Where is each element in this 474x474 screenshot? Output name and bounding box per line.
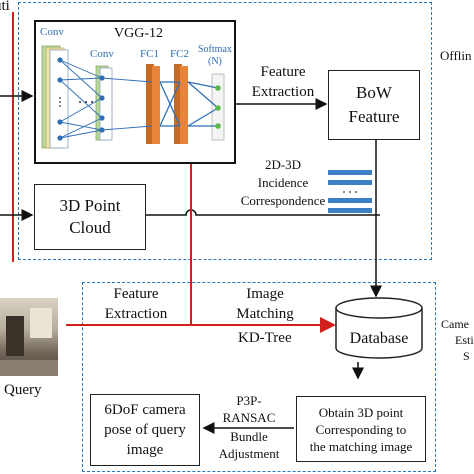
online-frame-label-line1: Came [441, 317, 469, 331]
offline-frame-partial-label-left: uti [0, 0, 10, 14]
fc1-layer-back [146, 64, 154, 144]
ransac-label: P3P- RANSAC Bundle Adjustment [206, 392, 292, 462]
bow-feature-box: BoW Feature [328, 70, 420, 140]
feature-extraction-top-line1: Feature [260, 64, 306, 80]
feature-extraction-top-line2: Extraction [251, 84, 315, 100]
database-label: Database [349, 330, 409, 347]
ransac-line4: Adjustment [218, 446, 280, 461]
fc2-layer-back [174, 64, 182, 144]
conv2-layer-front [99, 67, 113, 141]
feature-extraction-bottom-label: Feature Extraction [86, 284, 186, 324]
kd-tree-label: KD-Tree [238, 330, 292, 346]
online-frame [82, 282, 436, 472]
obtain-line1: Obtain 3D point [318, 404, 404, 420]
query-image-floor [0, 360, 58, 376]
conv1-label: Conv [40, 26, 64, 38]
obtain-line2: Corresponding to [315, 421, 407, 437]
conv-connections [59, 59, 153, 139]
vgg-ellipsis-dots [59, 97, 93, 107]
conv1-layer-front [49, 49, 69, 149]
vgg-nodes [57, 57, 105, 141]
query-label: Query [4, 382, 42, 398]
fc2-label: FC2 [170, 48, 189, 60]
softmax-n-label: (N) [208, 56, 222, 67]
fc1-layer-front [152, 66, 160, 144]
vgg-title: VGG-12 [114, 26, 163, 41]
point-cloud-line2: Cloud [69, 218, 111, 237]
incidence-line2: Incidence [257, 175, 309, 190]
descriptor-bars [328, 170, 372, 213]
query-image-window [30, 308, 52, 338]
online-frame-label: Came Esti S [441, 316, 474, 364]
image-matching-line2: Matching [236, 306, 294, 322]
query-image [0, 298, 58, 376]
offline-frame-label: Offlin [440, 48, 472, 63]
point-cloud-line1: 3D Point [59, 196, 121, 215]
image-matching-label: Image Matching [220, 284, 310, 324]
offline-frame [18, 2, 432, 260]
bow-box-line1: BoW [356, 83, 392, 102]
feature-extraction-top-label: Feature Extraction [238, 62, 328, 102]
vgg-network-box: VGG-12 Conv Conv FC1 FC2 Softmax (N) [34, 20, 236, 164]
database-cylinder [335, 297, 423, 359]
feature-extraction-bottom-line1: Feature [113, 286, 159, 302]
point-cloud-box: 3D Point Cloud [34, 184, 146, 250]
softmax-nodes [215, 85, 221, 129]
fc1-label: FC1 [140, 48, 159, 60]
ransac-line1: P3P- [236, 393, 262, 408]
incidence-line1: 2D-3D [264, 157, 302, 172]
fc2-layer-front [180, 66, 188, 144]
fc-connections [159, 81, 219, 127]
pose-line3: image [126, 442, 164, 458]
online-frame-label-line3: S [463, 349, 470, 363]
image-matching-line1: Image [246, 286, 284, 302]
online-frame-label-line2: Esti [455, 333, 474, 347]
conv2-label: Conv [90, 48, 114, 60]
feature-extraction-bottom-line2: Extraction [104, 306, 168, 322]
bow-box-line2: Feature [348, 107, 400, 126]
pose-box: 6DoF camera pose of query image [90, 394, 200, 466]
ransac-line3: Bundle [230, 429, 268, 444]
ransac-line2: RANSAC [222, 410, 276, 425]
query-image-shelf [6, 316, 24, 356]
pose-line2: pose of query [104, 422, 186, 438]
incidence-line3: Correspondence [240, 193, 326, 208]
obtain-line3: the matching image [309, 438, 413, 454]
pose-line1: 6DoF camera [104, 402, 186, 418]
incidence-correspondence-label: 2D-3D Incidence Correspondence [228, 156, 338, 210]
obtain-3d-point-box: Obtain 3D point Corresponding to the mat… [296, 396, 426, 462]
softmax-label: Softmax [198, 44, 232, 55]
left-red-stripe [0, 12, 14, 262]
vgg-network-drawing [41, 45, 225, 149]
